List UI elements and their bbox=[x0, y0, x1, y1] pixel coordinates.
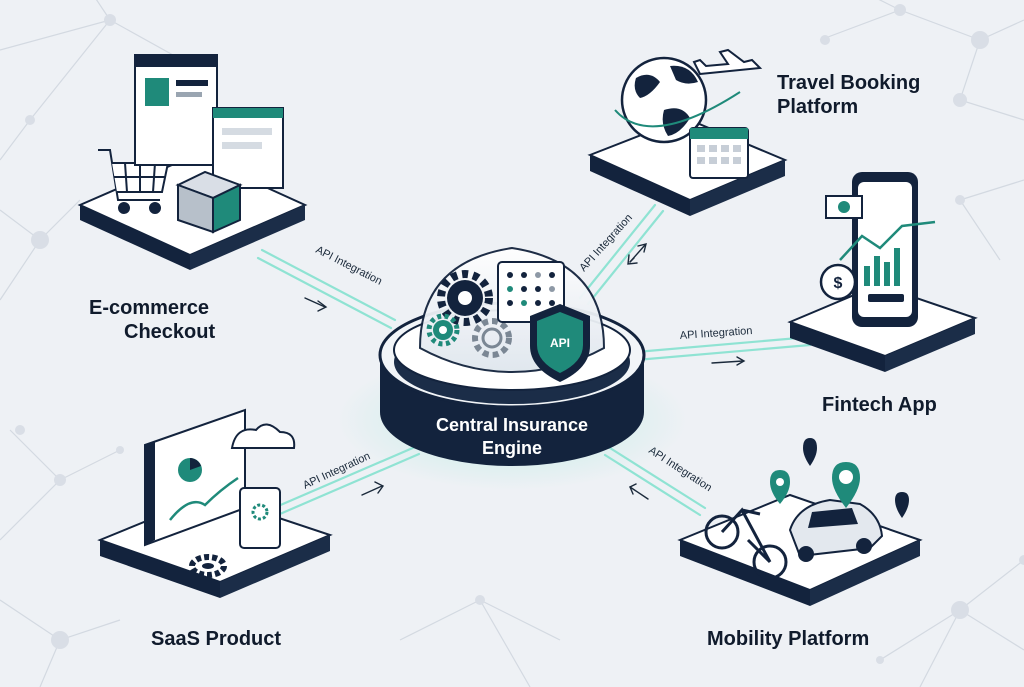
central-engine-label-line1: Central Insurance bbox=[435, 415, 589, 435]
saas-label: SaaS Product bbox=[151, 627, 281, 651]
checkout-window-icon bbox=[134, 54, 284, 189]
fintech-platform: $ bbox=[787, 172, 978, 372]
mobility-platform bbox=[677, 438, 923, 606]
api-shield-icon: API bbox=[530, 304, 590, 382]
bike-car-icon bbox=[704, 438, 909, 580]
fintech-label: Fintech App bbox=[822, 393, 937, 417]
mobility-label-line1: Mobility Platform bbox=[707, 628, 870, 650]
calendar-icon bbox=[689, 127, 749, 179]
cloud-dashboard-icon bbox=[144, 408, 296, 549]
fintech-label-line1: Fintech App bbox=[822, 394, 937, 416]
connection-label-fintech: API Integration bbox=[679, 325, 752, 342]
shield-text: API bbox=[550, 336, 570, 350]
phone-chart-icon: $ bbox=[819, 172, 936, 327]
connection-label-ecommerce: API Integration bbox=[314, 244, 384, 288]
package-box-icon bbox=[175, 170, 243, 234]
ecommerce-platform bbox=[77, 54, 308, 270]
saas-platform bbox=[97, 408, 333, 598]
gear-icon bbox=[426, 270, 512, 358]
ecommerce-label: E-commerce Checkout bbox=[89, 296, 215, 344]
ecommerce-label-line2: Checkout bbox=[124, 321, 216, 343]
globe-airplane-icon bbox=[614, 48, 763, 144]
travel-label-line2: Platform bbox=[777, 96, 859, 118]
travel-platform bbox=[587, 48, 788, 216]
svg-text:$: $ bbox=[834, 275, 843, 292]
travel-label-line1: Travel Booking bbox=[777, 72, 921, 94]
central-engine-label-line2: Engine bbox=[481, 438, 542, 458]
gear-icon-saas bbox=[189, 554, 227, 578]
ecommerce-label-line1: E-commerce bbox=[89, 297, 210, 319]
travel-label: Travel Booking Platform bbox=[777, 71, 920, 119]
central-engine: API bbox=[337, 246, 687, 490]
saas-label-line1: SaaS Product bbox=[151, 628, 282, 650]
mobility-label: Mobility Platform bbox=[707, 627, 869, 651]
central-engine-label: Central Insurance Engine bbox=[384, 414, 640, 460]
